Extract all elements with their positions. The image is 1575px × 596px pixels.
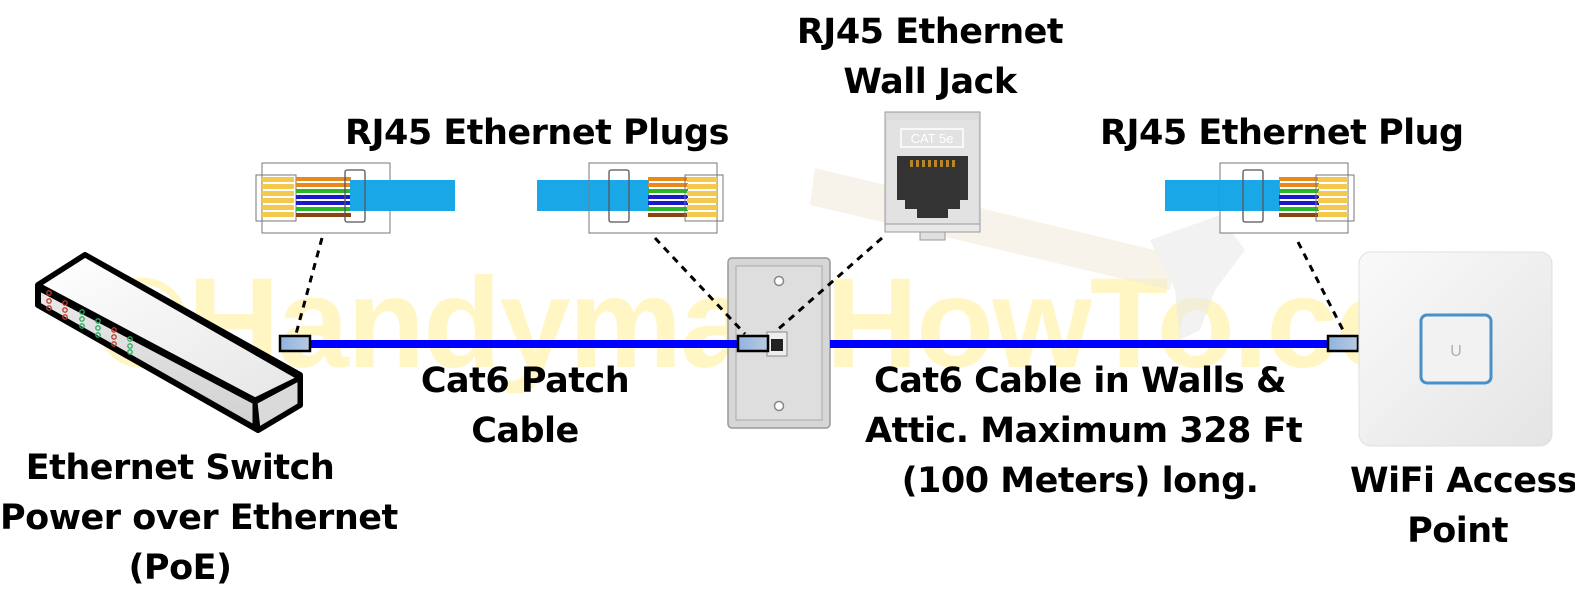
patch-cable: [310, 340, 740, 348]
label-line: Cable: [471, 411, 579, 451]
callout-lines: [294, 236, 1347, 336]
label-line: WiFi Access: [1350, 461, 1575, 501]
ap-logo: U: [1450, 343, 1462, 360]
label-line: (PoE): [128, 548, 232, 588]
keystone-jack-icon: CAT 5e: [884, 111, 981, 241]
rj45-plug-middle-icon: [537, 162, 724, 234]
ap-connector: [1326, 334, 1360, 353]
status-leds: [46, 290, 133, 355]
label-wall-jack: RJ45 Ethernet Wall Jack: [790, 7, 1070, 107]
label-line: RJ45 Ethernet: [796, 12, 1064, 52]
label-line: Power over Ethernet: [0, 498, 398, 538]
switch-connector: [278, 334, 312, 353]
cable-runs: [310, 340, 1330, 348]
label-line: (100 Meters) long.: [901, 461, 1259, 501]
label-ethernet-switch: Ethernet Switch Power over Ethernet (PoE…: [0, 443, 398, 593]
label-line: Cat6 Cable in Walls &: [874, 361, 1286, 401]
label-line: Ethernet Switch: [25, 448, 335, 488]
label-text: RJ45 Ethernet Plugs: [345, 113, 729, 153]
label-text: RJ45 Ethernet Plug: [1100, 113, 1464, 153]
wall-connector: [736, 334, 770, 353]
rj45-plug-left-icon: [255, 162, 455, 234]
label-line: Point: [1407, 511, 1508, 551]
label-access-point: WiFi Access Point: [1350, 456, 1575, 556]
ethernet-switch-icon: [35, 252, 303, 433]
label-rj45-plugs: RJ45 Ethernet Plugs: [345, 108, 729, 158]
label-line: Cat6 Patch: [420, 361, 630, 401]
label-line: Attic. Maximum 328 Ft: [865, 411, 1303, 451]
keystone-category-label: CAT 5e: [911, 131, 954, 146]
label-patch-cable: Cat6 Patch Cable: [405, 356, 645, 456]
label-rj45-plug: RJ45 Ethernet Plug: [1100, 108, 1464, 158]
wall-cable: [830, 340, 1330, 348]
label-line: Wall Jack: [843, 62, 1017, 102]
label-wall-cable: Cat6 Cable in Walls & Attic. Maximum 328…: [865, 356, 1303, 506]
wifi-access-point-icon: U: [1358, 251, 1553, 447]
rj45-plug-right-icon: [1165, 162, 1355, 234]
connectors: [278, 334, 1360, 353]
